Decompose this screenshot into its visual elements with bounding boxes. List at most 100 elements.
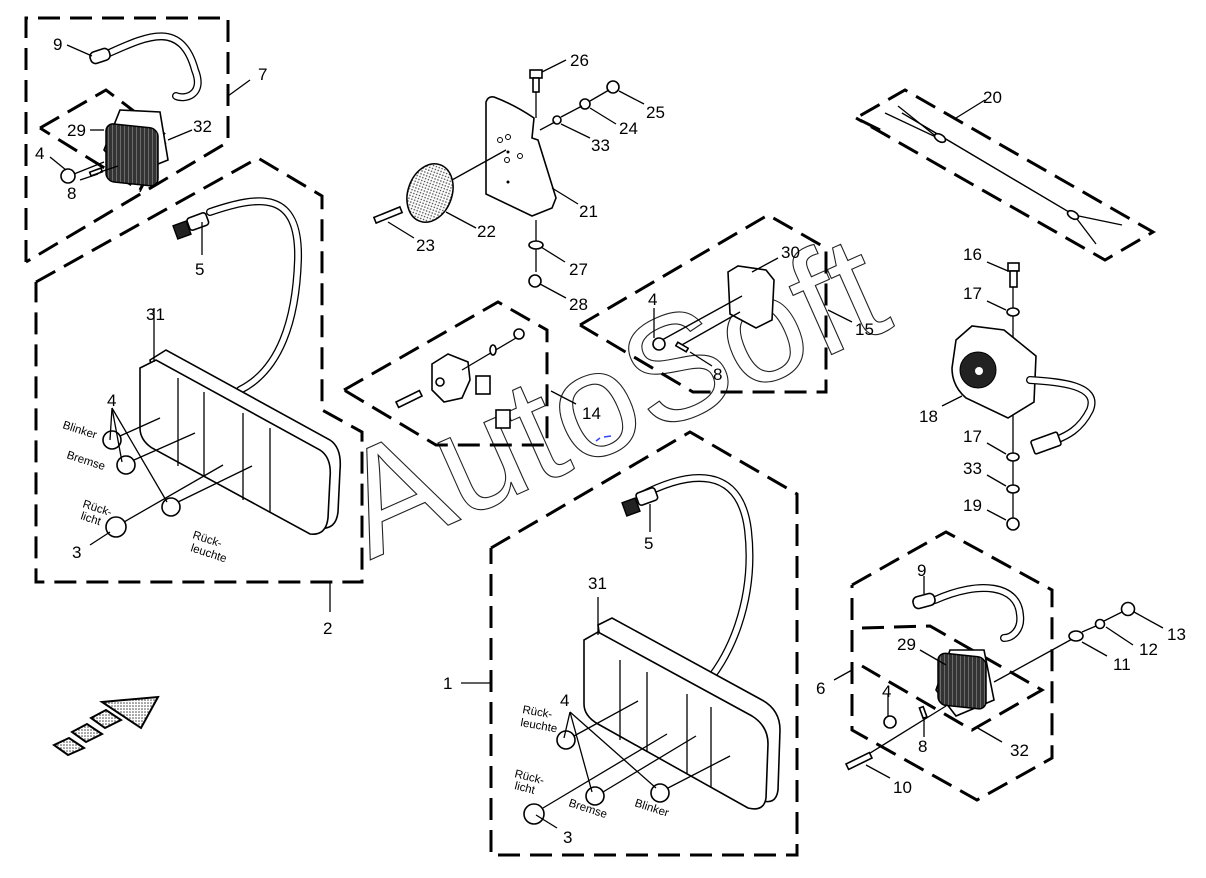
harness-grommet <box>1066 209 1080 221</box>
bulb-icon <box>883 715 897 729</box>
washer-33b <box>1006 484 1020 494</box>
callout-30: 30 <box>781 243 800 262</box>
forward-direction-arrow-icon <box>52 695 160 757</box>
stray-mark <box>595 435 612 442</box>
bulb-label-ruckleuchte-1: Rück- <box>521 704 553 721</box>
callout-29: 29 <box>897 635 916 654</box>
screw-10 <box>844 751 874 771</box>
bracket <box>485 96 557 217</box>
callout-9: 9 <box>917 561 926 580</box>
group-7-border <box>24 16 230 264</box>
callout-32: 32 <box>1010 741 1029 760</box>
callout-19: 19 <box>963 496 982 515</box>
group-1-border <box>489 430 799 857</box>
callout-4: 4 <box>35 144 44 163</box>
callout-9: 9 <box>53 35 62 54</box>
washer-24 <box>579 98 591 110</box>
group-1-right-tail-lamp: 4 31 5 3 1 Rück- leuchte Rück- licht Bre… <box>443 430 799 857</box>
group-2-left-tail-lamp: 4 31 5 3 2 Blinker Bremse Rück- licht Rü… <box>34 156 364 638</box>
washer-17 <box>1006 307 1020 317</box>
callout-13: 13 <box>1167 625 1186 644</box>
clamp-screw <box>394 389 424 409</box>
callout-27: 27 <box>569 260 588 279</box>
connector-plug <box>89 47 111 65</box>
callout-24: 24 <box>619 119 638 138</box>
washer-27 <box>528 240 544 250</box>
group-6-side-marker-lamp: 9 29 4 8 32 10 11 12 13 6 <box>816 530 1186 802</box>
callout-12: 12 <box>1139 640 1158 659</box>
callout-4: 4 <box>648 290 657 309</box>
callout-8: 8 <box>713 365 722 384</box>
bulb-rucklicht-icon <box>523 803 545 825</box>
washer-12 <box>1094 618 1106 630</box>
nut-19 <box>1006 517 1020 531</box>
callout-31: 31 <box>146 305 165 324</box>
group-2-border <box>34 156 364 584</box>
clamp-knob <box>431 353 471 403</box>
reflector-icon <box>406 163 454 223</box>
nut-28 <box>528 274 542 288</box>
bulb-icon <box>652 337 666 351</box>
bulb-label-rucklicht-2: licht <box>513 780 537 797</box>
clip-nut <box>475 375 491 395</box>
group-14-mounting-clamp: 14 <box>343 300 601 447</box>
callout-28: 28 <box>569 295 588 314</box>
bulb-label-bremse: Bremse <box>65 449 106 473</box>
group-label-7: 7 <box>258 65 267 84</box>
callout-32: 32 <box>193 117 212 136</box>
callout-26: 26 <box>570 51 589 70</box>
bulb-ruckleuchte-icon <box>161 497 181 517</box>
callout-21: 21 <box>579 202 598 221</box>
callout-5: 5 <box>644 534 653 553</box>
group-6-border <box>850 530 1054 802</box>
bulb-bremse-icon <box>116 455 136 475</box>
callout-22: 22 <box>477 222 496 241</box>
reflector-bracket-assembly: 26 25 24 33 21 22 23 27 28 <box>372 51 665 314</box>
group-7-side-marker-lamp: 9 29 32 4 8 7 <box>24 16 267 264</box>
bulb-ruckleuchte-icon <box>556 730 576 750</box>
group-label-1: 1 <box>443 674 452 693</box>
group-15-border <box>579 213 828 394</box>
bolt-16 <box>1007 262 1020 272</box>
alarm-connector <box>1030 431 1062 455</box>
callout-8: 8 <box>67 184 76 203</box>
bulb-rucklicht-icon <box>105 516 127 538</box>
bulb-label-blinker: Blinker <box>61 419 98 441</box>
group-14-border <box>343 300 549 447</box>
callout-3: 3 <box>72 543 81 562</box>
nut-25 <box>606 80 620 94</box>
bulb-bremse-icon <box>585 786 605 806</box>
group-20-border <box>852 88 1156 262</box>
callout-3: 3 <box>563 828 572 847</box>
watermark: AutoSoft <box>315 202 909 590</box>
group-label-6: 6 <box>816 679 825 698</box>
group-label-2: 2 <box>323 619 332 638</box>
callout-16: 16 <box>963 245 982 264</box>
connector-plug <box>912 592 936 610</box>
group-6-inner-border <box>861 624 1046 732</box>
harness-grommet <box>933 132 947 144</box>
callout-5: 5 <box>195 260 204 279</box>
bulb-icon <box>60 168 76 184</box>
clip-nut <box>495 409 511 429</box>
bulb-label-ruckleuchte-2: leuchte <box>519 717 558 735</box>
bulb-blinker-icon <box>650 783 670 803</box>
callout-4: 4 <box>107 391 116 410</box>
clamp-washer <box>489 344 497 356</box>
nut-13 <box>1120 601 1136 617</box>
group-label-14: 14 <box>582 404 601 423</box>
callout-17: 17 <box>963 284 982 303</box>
group-label-15: 15 <box>855 320 874 339</box>
group-15-marker-lamp: 4 8 30 15 <box>579 213 874 394</box>
lamp-lens <box>105 123 159 187</box>
group-7-inner-border <box>39 88 170 193</box>
callout-8: 8 <box>918 737 927 756</box>
callout-25: 25 <box>646 103 665 122</box>
callout-33: 33 <box>963 459 982 478</box>
callout-10: 10 <box>893 778 912 797</box>
washer-17b <box>1006 452 1020 462</box>
group-20-wiring-harness: 20 <box>852 88 1156 262</box>
callout-17: 17 <box>963 427 982 446</box>
washer-11 <box>1068 630 1084 642</box>
